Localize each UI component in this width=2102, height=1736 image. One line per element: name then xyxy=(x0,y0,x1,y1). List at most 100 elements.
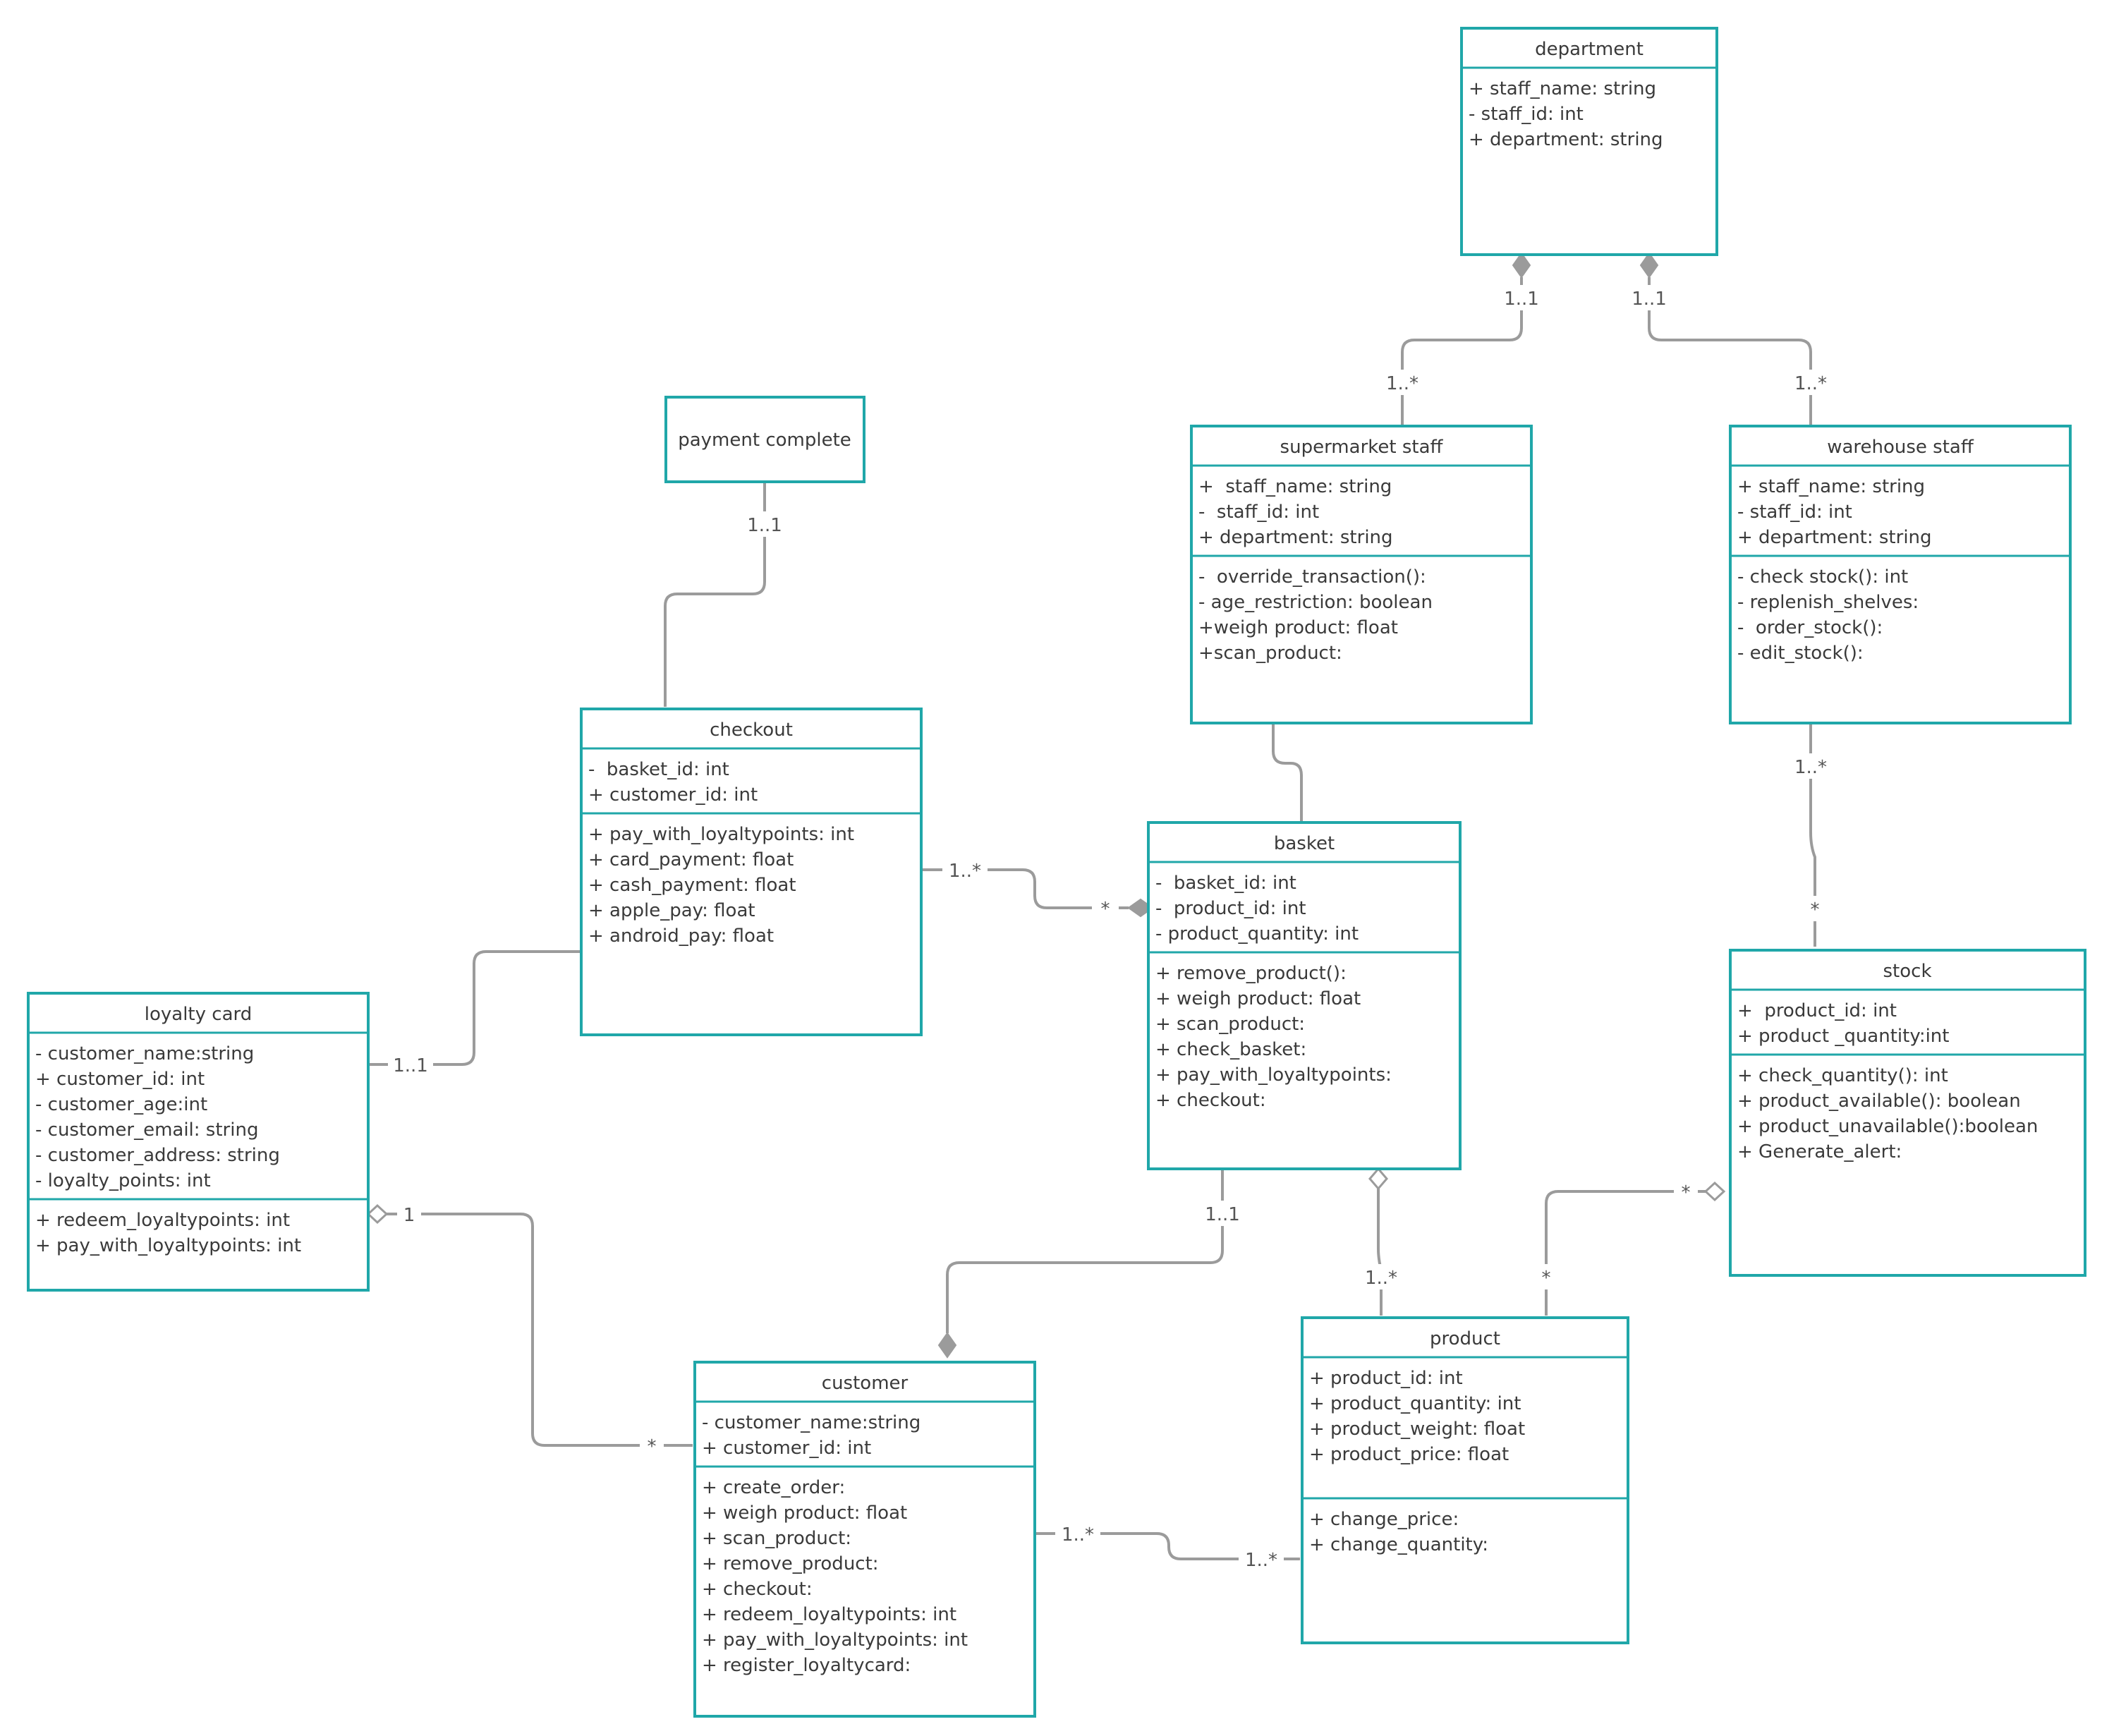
class-title: payment complete xyxy=(678,430,851,451)
multiplicity-label: 1..* xyxy=(949,861,981,882)
class-attribute: - customer_name:string xyxy=(702,1412,921,1433)
multiplicity-labels: 1..1 1..* 1..1 1..* 1..1 1..* * 1..1 1 *… xyxy=(388,285,1833,1572)
multiplicity-label: 1..* xyxy=(1794,373,1827,394)
connector-department-supermarket-staff xyxy=(1401,277,1523,425)
class-title: supermarket staff xyxy=(1280,437,1444,458)
class-attribute: - customer_age:int xyxy=(35,1094,207,1115)
class-title: customer xyxy=(822,1373,909,1394)
class-loyalty-card[interactable]: loyalty card - customer_name:string + cu… xyxy=(27,992,370,1292)
connector-payment-complete-checkout xyxy=(664,482,766,707)
class-checkout[interactable]: checkout - basket_id: int + customer_id:… xyxy=(580,708,923,1036)
class-warehouse-staff[interactable]: warehouse staff + staff_name: string - s… xyxy=(1729,425,2072,724)
connector-stock-product xyxy=(1545,1190,1706,1316)
aggregation-diamond-icon xyxy=(1703,1181,1726,1202)
class-attribute: - product_quantity: int xyxy=(1155,923,1359,945)
multiplicity-label: * xyxy=(1542,1268,1551,1289)
multiplicity-label: * xyxy=(648,1436,657,1457)
class-method: + product_available(): boolean xyxy=(1737,1091,2021,1112)
class-method: + scan_product: xyxy=(702,1528,851,1549)
multiplicity-label: 1..* xyxy=(1386,373,1418,394)
connectors xyxy=(368,277,1816,1560)
class-method: + remove_product(): xyxy=(1155,963,1347,984)
class-method: + pay_with_loyaltypoints: xyxy=(1155,1064,1392,1086)
class-title: warehouse staff xyxy=(1827,437,1974,458)
class-attribute: + product_weight: float xyxy=(1309,1419,1525,1440)
multiplicity-label: 1..1 xyxy=(1205,1204,1240,1225)
class-attribute: + staff_name: string xyxy=(1737,476,1925,497)
class-method: + change_price: xyxy=(1309,1509,1459,1530)
class-basket[interactable]: basket - basket_id: int - product_id: in… xyxy=(1147,821,1462,1170)
class-method: +weigh product: float xyxy=(1198,617,1398,638)
class-title: loyalty card xyxy=(145,1004,252,1025)
connector-basket-customer xyxy=(946,1169,1224,1333)
class-attribute: + customer_id: int xyxy=(35,1069,205,1090)
multiplicity-label: 1..* xyxy=(1365,1268,1397,1289)
multiplicity-label: * xyxy=(1811,899,1820,921)
class-method: - replenish_shelves: xyxy=(1737,592,1919,613)
class-method: + apple_pay: float xyxy=(588,900,755,921)
aggregation-diamond-icon xyxy=(366,1203,389,1225)
class-supermarket-staff[interactable]: supermarket staff + staff_name: string -… xyxy=(1190,425,1533,724)
class-title: checkout xyxy=(710,720,793,741)
class-attribute: - staff_id: int xyxy=(1737,502,1852,523)
class-product[interactable]: product + product_id: int + product_quan… xyxy=(1301,1316,1629,1644)
class-attribute: - staff_id: int xyxy=(1198,502,1319,523)
class-attribute: - customer_address: string xyxy=(35,1145,280,1166)
class-method: + android_pay: float xyxy=(588,925,774,947)
class-attribute: - basket_id: int xyxy=(588,759,729,780)
connector-supermarket-staff-basket xyxy=(1272,723,1303,821)
class-method: + check_quantity(): int xyxy=(1737,1065,1948,1086)
class-attribute: + product _quantity:int xyxy=(1737,1026,1949,1047)
class-method: + checkout: xyxy=(702,1579,813,1600)
class-attribute: + product_quantity: int xyxy=(1309,1393,1521,1414)
class-method: + check_basket: xyxy=(1155,1039,1306,1060)
class-method: + pay_with_loyaltypoints: int xyxy=(35,1235,301,1256)
class-method: + pay_with_loyaltypoints: int xyxy=(702,1629,968,1651)
class-title: basket xyxy=(1274,833,1335,854)
connector-loyalty-card-checkout xyxy=(368,950,580,1066)
class-stock[interactable]: stock + product_id: int + product _quant… xyxy=(1729,949,2086,1277)
multiplicity-label: 1..1 xyxy=(393,1055,428,1076)
multiplicity-label: 1 xyxy=(403,1205,415,1226)
multiplicity-label: 1..1 xyxy=(1504,289,1539,310)
class-method: - order_stock(): xyxy=(1737,617,1883,638)
multiplicity-label: 1..* xyxy=(1794,757,1827,778)
composition-diamond-icon xyxy=(1512,252,1531,279)
class-method: + card_payment: float xyxy=(588,849,794,870)
connector-warehouse-staff-stock xyxy=(1809,723,1816,947)
class-attribute: - basket_id: int xyxy=(1155,873,1296,894)
class-method: + redeem_loyaltypoints: int xyxy=(702,1604,956,1625)
class-attribute: + department: string xyxy=(1469,129,1663,150)
class-method: + cash_payment: float xyxy=(588,875,796,896)
class-customer[interactable]: customer - customer_name:string + custom… xyxy=(693,1361,1036,1718)
composition-diamond-icon xyxy=(937,1332,957,1359)
class-method: + remove_product: xyxy=(702,1553,879,1574)
class-attribute: + customer_id: int xyxy=(702,1438,871,1459)
class-attribute: + product_id: int xyxy=(1309,1368,1463,1389)
class-title: department xyxy=(1535,39,1644,60)
class-attribute: - staff_id: int xyxy=(1469,104,1584,125)
class-attribute: + customer_id: int xyxy=(588,784,758,806)
class-method: - override_transaction(): xyxy=(1198,566,1426,588)
class-method: + scan_product: xyxy=(1155,1014,1305,1035)
multiplicity-label: 1..1 xyxy=(1632,289,1667,310)
class-method: + pay_with_loyaltypoints: int xyxy=(588,824,854,845)
multiplicity-label: * xyxy=(1101,899,1110,920)
class-method: - age_restriction: boolean xyxy=(1198,592,1433,613)
class-attribute: + staff_name: string xyxy=(1198,476,1392,497)
composition-diamond-icon xyxy=(1639,252,1659,279)
class-method: + product_unavailable():boolean xyxy=(1737,1116,2038,1137)
class-title: stock xyxy=(1883,961,1932,982)
class-method: + weigh product: float xyxy=(1155,988,1361,1009)
class-method: + checkout: xyxy=(1155,1090,1266,1111)
connector-checkout-basket xyxy=(921,868,1129,909)
class-method: + redeem_loyaltypoints: int xyxy=(35,1210,290,1231)
class-payment-complete[interactable]: payment complete xyxy=(664,396,865,483)
class-attribute: + department: string xyxy=(1737,527,1932,548)
class-department[interactable]: department + staff_name: string - staff_… xyxy=(1460,27,1718,256)
multiplicity-label: 1..1 xyxy=(747,515,782,536)
connector-department-warehouse-staff xyxy=(1648,277,1812,425)
class-method: + Generate_alert: xyxy=(1737,1141,1902,1163)
class-method: + create_order: xyxy=(702,1477,845,1498)
